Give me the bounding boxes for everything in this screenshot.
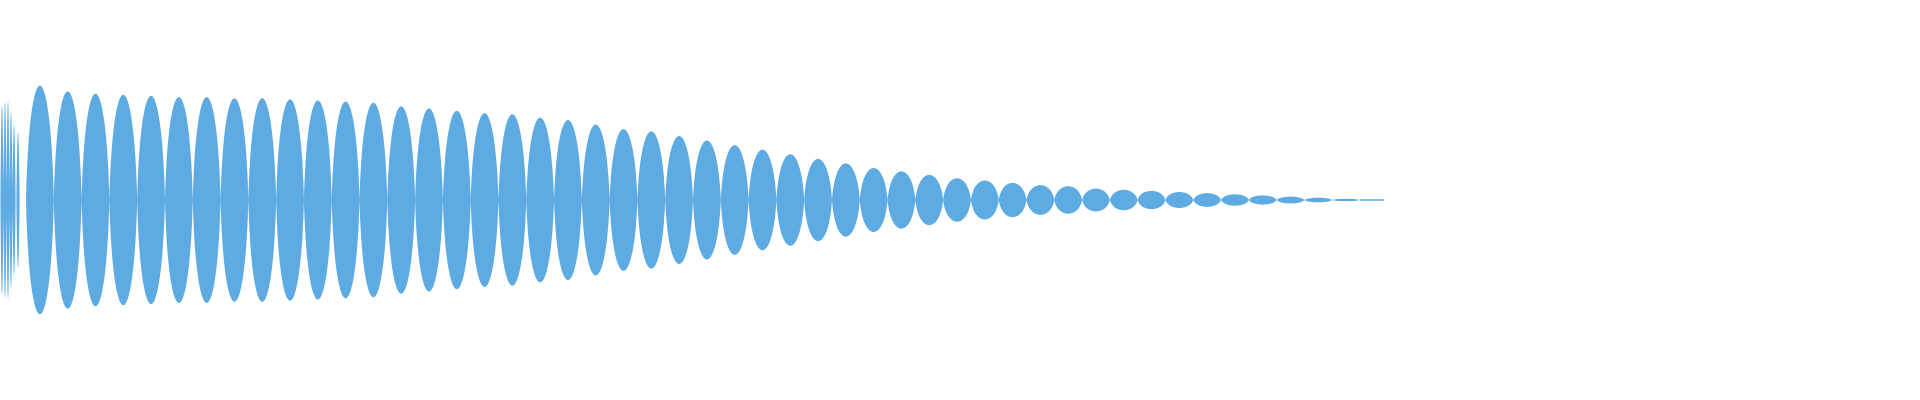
waveform-lobe (81, 93, 110, 307)
waveform-lobe (804, 158, 832, 242)
waveform-transient-spike (6, 101, 10, 299)
waveform-lobe (137, 95, 165, 305)
waveform-lobe (220, 98, 249, 302)
waveform-lobe (831, 163, 860, 237)
waveform-lobe (998, 182, 1027, 218)
waveform-lobe (554, 119, 582, 281)
waveform-lobe (1221, 194, 1249, 206)
waveform-transient-spike (12, 125, 16, 275)
waveform-lobe (887, 171, 916, 229)
waveform-lobe (637, 131, 666, 269)
waveform-lobe (943, 178, 971, 222)
waveform-lobe (387, 106, 416, 294)
waveform-lobe (1109, 189, 1138, 211)
waveform-lobe (1276, 196, 1305, 204)
waveform-lobe (331, 101, 360, 299)
waveform-lobe (276, 99, 304, 301)
waveform-lobe (581, 124, 610, 276)
waveform-lobe (693, 140, 721, 260)
waveform-lobe (1165, 191, 1194, 209)
waveform-transient-spike (3, 102, 7, 298)
waveform-transient-spike (0, 105, 4, 295)
waveform-lobe (1137, 190, 1166, 210)
waveform-lobe (359, 102, 388, 298)
waveform-lobe (192, 97, 221, 303)
waveform-lobe (720, 145, 749, 255)
waveform-lobe (970, 180, 999, 220)
waveform-lobe (415, 108, 443, 292)
waveform-lobe (26, 85, 54, 315)
waveform-lobe (748, 149, 777, 251)
waveform-lobe (470, 113, 499, 287)
waveform-lobe (53, 91, 82, 309)
waveform-lobe (442, 110, 471, 290)
waveform-transient-spike (9, 112, 13, 288)
waveform-lobe (609, 129, 638, 271)
waveform-lobe (526, 117, 555, 283)
waveform-lobe (164, 97, 193, 303)
waveform-lobe (1332, 198, 1360, 202)
waveform-lobe (303, 100, 332, 300)
waveform-lobe (498, 114, 527, 286)
waveform-transient-spike (16, 132, 20, 268)
waveform-lobe (1054, 186, 1083, 214)
waveform-lobe (665, 135, 693, 265)
waveform-lobe (915, 174, 944, 226)
waveform-lobe (248, 98, 277, 302)
waveform-lobe (776, 154, 805, 246)
waveform-lobe (1193, 193, 1222, 207)
waveform-lobe (1082, 188, 1110, 212)
waveform-lobes (0, 85, 1360, 315)
waveform-lobe (109, 94, 138, 306)
waveform-lobe (1248, 195, 1277, 205)
waveform-lobe (859, 167, 888, 233)
waveform-lobe (1026, 185, 1055, 215)
waveform-lobe (1304, 197, 1333, 203)
